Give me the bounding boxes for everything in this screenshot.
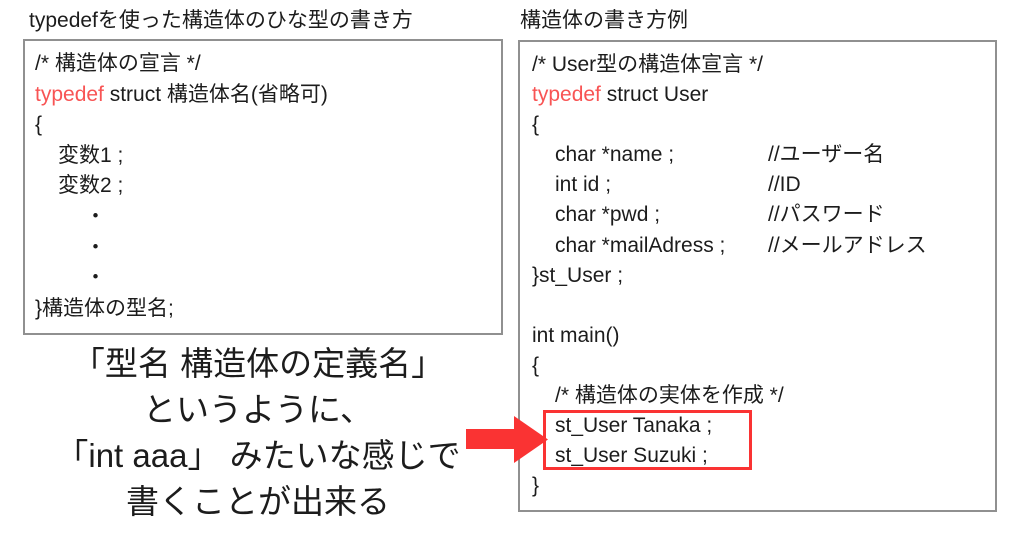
code-line: 変数1 ; bbox=[35, 141, 491, 172]
left-code-box: /* 構造体の宣言 */ typedef struct 構造体名(省略可) { 変数1… bbox=[23, 39, 503, 335]
code-line: { bbox=[532, 110, 983, 140]
code-text bbox=[532, 291, 538, 321]
code-line: 変数2 ; bbox=[35, 171, 491, 202]
code-text: /* 構造体の宣言 */ bbox=[35, 52, 201, 75]
code-comment: //ユーザー名 bbox=[768, 143, 885, 167]
code-line: int main() bbox=[532, 321, 983, 351]
code-line: ・ bbox=[35, 202, 491, 233]
code-comment: //メールアドレス bbox=[768, 233, 927, 257]
code-text: int id ; bbox=[555, 173, 612, 197]
code-text: /* 構造体の実体を作成 */ bbox=[555, 384, 784, 408]
code-line: ・ bbox=[35, 263, 491, 294]
code-line: typedef struct User bbox=[532, 80, 983, 110]
code-text: }st_User ; bbox=[532, 263, 624, 287]
keyword-token: typedef bbox=[532, 83, 601, 107]
code-text: st_User Suzuki ; bbox=[555, 444, 708, 468]
code-line: /* User型の構造体宣言 */ bbox=[532, 50, 983, 80]
code-line: { bbox=[35, 110, 491, 141]
right-panel-title: 構造体の書き方例 bbox=[520, 9, 688, 32]
code-line: typedef struct 構造体名(省略可) bbox=[35, 80, 491, 111]
code-text: int main() bbox=[532, 323, 620, 347]
right-code-box: /* User型の構造体宣言 */ typedef struct User { cha… bbox=[518, 40, 997, 512]
code-text: { bbox=[35, 113, 43, 137]
code-text: 変数1 ; bbox=[58, 143, 124, 167]
code-line: ・ bbox=[35, 233, 491, 264]
code-line: char *pwd ; //パスワード bbox=[532, 200, 983, 230]
code-comment: //ID bbox=[768, 173, 801, 197]
code-text: char *mailAdress ; bbox=[555, 233, 726, 257]
note-line: というように、 bbox=[142, 391, 373, 428]
code-text: 変数2 ; bbox=[58, 174, 124, 198]
code-text: }構造体の型名; bbox=[35, 296, 174, 320]
code-line: char *mailAdress ; //メールアドレス bbox=[532, 231, 983, 261]
red-arrow-icon bbox=[466, 416, 548, 463]
code-line: int id ; //ID bbox=[532, 170, 983, 200]
code-text: ・ bbox=[85, 235, 106, 259]
code-text: { bbox=[532, 113, 540, 137]
code-text: st_User Tanaka ; bbox=[555, 414, 713, 438]
code-text: char *name ; bbox=[555, 143, 675, 167]
code-text: char *pwd ; bbox=[555, 203, 661, 227]
code-line: }st_User ; bbox=[532, 261, 983, 291]
note-line: 「型名 構造体の定義名」 bbox=[71, 345, 445, 382]
keyword-token: typedef bbox=[35, 82, 104, 106]
note-line: 「int aaa」 みたいな感じで bbox=[55, 437, 461, 474]
explanation-note: 「型名 構造体の定義名」というように、「int aaa」 みたいな感じで書くこと… bbox=[0, 341, 516, 525]
code-line: char *name ; //ユーザー名 bbox=[532, 140, 983, 170]
code-line: st_User Tanaka ; bbox=[532, 411, 983, 441]
code-comment: //パスワード bbox=[768, 203, 885, 227]
note-line: 書くことが出来る bbox=[126, 483, 390, 520]
code-line: { bbox=[532, 351, 983, 381]
code-line: }構造体の型名; bbox=[35, 294, 491, 325]
code-text: } bbox=[532, 474, 540, 498]
code-text: typedef struct User bbox=[532, 83, 709, 107]
code-line: } bbox=[532, 471, 983, 501]
code-text: { bbox=[532, 353, 540, 377]
code-line: /* 構造体の実体を作成 */ bbox=[532, 381, 983, 411]
left-panel-title: typedefを使った構造体のひな型の書き方 bbox=[29, 9, 413, 32]
code-text: /* User型の構造体宣言 */ bbox=[532, 53, 764, 76]
code-text: ・ bbox=[85, 204, 106, 228]
code-text: ・ bbox=[85, 266, 106, 290]
code-line: st_User Suzuki ; bbox=[532, 441, 983, 471]
highlight-box bbox=[543, 410, 752, 470]
code-line: /* 構造体の宣言 */ bbox=[35, 49, 491, 80]
code-line bbox=[532, 291, 983, 321]
code-text: typedef struct 構造体名(省略可) bbox=[35, 82, 328, 106]
